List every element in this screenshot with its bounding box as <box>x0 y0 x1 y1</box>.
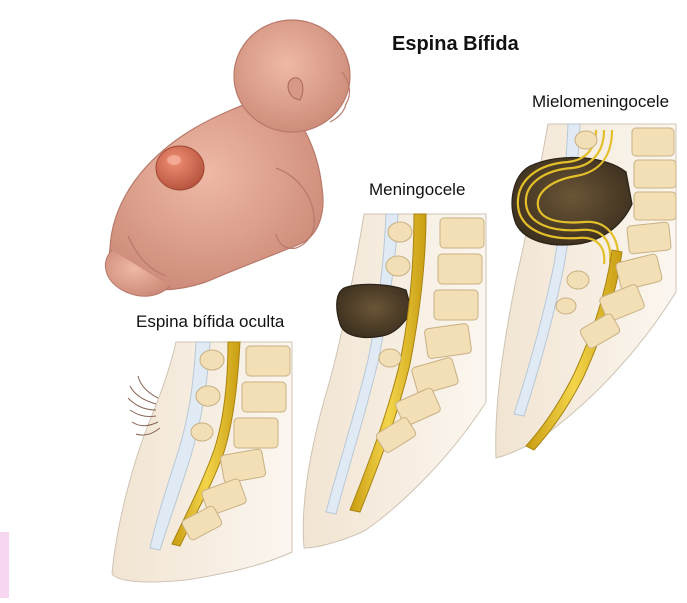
label-meningocele: Meningocele <box>369 180 465 200</box>
spine-meningocele <box>303 214 486 548</box>
diagram-title: Espina Bífida <box>392 33 519 56</box>
decorative-edge <box>0 532 9 598</box>
baby-illustration <box>105 20 350 296</box>
spine-oculta <box>112 342 292 582</box>
label-mielomeningocele: Mielomeningocele <box>532 92 669 112</box>
spine-mielomeningocele <box>496 124 676 458</box>
label-espina-bifida-oculta: Espina bífida oculta <box>136 312 284 332</box>
